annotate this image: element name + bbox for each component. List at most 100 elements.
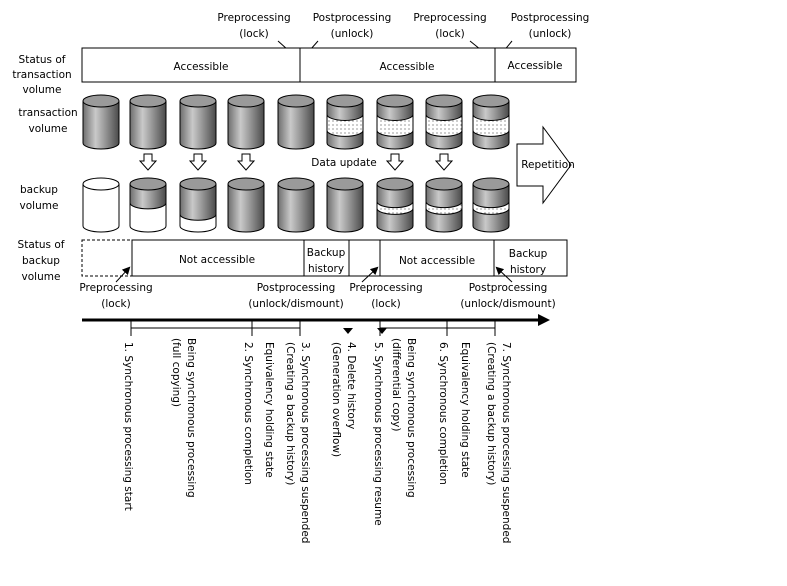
transaction-cylinder — [425, 94, 463, 150]
svg-text:Preprocessing: Preprocessing — [217, 12, 290, 24]
backup-cylinder — [179, 177, 217, 233]
bottom-annotation-arrows — [115, 266, 513, 283]
svg-text:(differential copy): (differential copy) — [390, 338, 402, 431]
top-annotation-3: Preprocessing (lock) — [413, 12, 486, 40]
label-transaction-volume: transaction volume — [18, 107, 77, 135]
event-2: 2. Synchronous completion — [242, 342, 254, 485]
accessible-cell-1: Accessible — [174, 61, 229, 73]
event-6: 6. Synchronous completion — [437, 342, 449, 485]
backup-cylinder — [425, 177, 463, 233]
svg-text:(unlock/dismount): (unlock/dismount) — [460, 298, 555, 310]
event-4: 4. Delete history (Generation overflow) — [330, 342, 357, 457]
svg-text:7. Synchronous processing susp: 7. Synchronous processing suspended — [500, 342, 512, 543]
down-arrow-icon — [434, 153, 454, 171]
transaction-cylinder — [376, 94, 414, 150]
label-backup-status: Status of backup volume — [18, 239, 65, 283]
down-arrow-icon — [138, 153, 158, 171]
down-arrow-icon — [188, 153, 208, 171]
backup-cylinder — [326, 177, 364, 233]
event-3: 3. Synchronous processing suspended (Cre… — [284, 342, 311, 543]
event-2-phase: Equivalency holding state — [263, 342, 275, 478]
backup-cylinder — [82, 177, 120, 233]
svg-text:(Creating a backup history): (Creating a backup history) — [485, 342, 497, 485]
repetition-arrow: Repetition — [516, 125, 575, 205]
transaction-cylinder — [82, 94, 120, 150]
copy-arrows — [138, 153, 454, 171]
top-annotation-2: Postprocessing (unlock) — [313, 12, 392, 40]
svg-text:Equivalency holding state: Equivalency holding state — [263, 342, 275, 478]
svg-text:1. Synchronous processing star: 1. Synchronous processing start — [122, 342, 134, 511]
svg-text:transaction: transaction — [12, 69, 71, 81]
bottom-annotation-3: Preprocessing (lock) — [349, 282, 422, 310]
svg-text:backup: backup — [20, 184, 58, 196]
transaction-status-bar: Accessible Accessible Accessible — [81, 47, 577, 83]
svg-text:Repetition: Repetition — [521, 159, 575, 171]
svg-text:volume: volume — [20, 200, 59, 212]
backup-cylinder — [376, 177, 414, 233]
event-1-phase: Being synchronous processing (full copyi… — [170, 338, 197, 498]
label-transaction-status: Status of transaction volume — [12, 54, 71, 96]
timeline — [82, 314, 550, 326]
bottom-annotation-2: Postprocessing (unlock/dismount) — [248, 282, 343, 310]
down-arrow-icon — [236, 153, 256, 171]
transaction-volume-cylinders — [82, 94, 510, 150]
svg-text:(unlock): (unlock) — [331, 28, 374, 40]
svg-text:(lock): (lock) — [435, 28, 464, 40]
backup-history-cell-2-line2: history — [510, 264, 546, 276]
accessible-cell-3: Accessible — [508, 60, 563, 72]
svg-text:Postprocessing: Postprocessing — [469, 282, 548, 294]
event-7: 7. Synchronous processing suspended (Cre… — [485, 342, 512, 543]
backup-status-bar: Not accessible Backup history Not access… — [81, 239, 568, 277]
svg-text:(full copying): (full copying) — [170, 338, 182, 407]
svg-text:(unlock): (unlock) — [529, 28, 572, 40]
backup-history-cell-1-line1: Backup — [307, 247, 346, 259]
svg-text:Being synchronous processing: Being synchronous processing — [185, 338, 197, 498]
svg-text:Postprocessing: Postprocessing — [511, 12, 590, 24]
data-update-label: Data update — [311, 157, 376, 169]
svg-text:6. Synchronous completion: 6. Synchronous completion — [437, 342, 449, 485]
svg-text:Status of: Status of — [19, 54, 66, 66]
label-backup-volume: backup volume — [20, 184, 59, 212]
svg-text:(unlock/dismount): (unlock/dismount) — [248, 298, 343, 310]
svg-text:(Generation overflow): (Generation overflow) — [330, 342, 342, 457]
backup-volume-cylinders — [82, 177, 510, 233]
bottom-annotation-4: Postprocessing (unlock/dismount) — [460, 282, 555, 310]
transaction-cylinder — [179, 94, 217, 150]
top-annotation-1: Preprocessing (lock) — [217, 12, 290, 40]
svg-text:Preprocessing: Preprocessing — [79, 282, 152, 294]
svg-text:Being synchronous processing: Being synchronous processing — [405, 338, 417, 498]
svg-text:volume: volume — [23, 84, 62, 96]
svg-text:3. Synchronous processing susp: 3. Synchronous processing suspended — [299, 342, 311, 543]
backup-history-cell-2-line1: Backup — [509, 248, 548, 260]
svg-text:Status of: Status of — [18, 239, 65, 251]
top-annotation-4: Postprocessing (unlock) — [511, 12, 590, 40]
event-5: 5. Synchronous processing resume — [372, 342, 384, 526]
svg-text:Postprocessing: Postprocessing — [257, 282, 336, 294]
svg-text:4. Delete history: 4. Delete history — [345, 342, 357, 429]
timeline-markers — [343, 328, 387, 334]
svg-text:2. Synchronous completion: 2. Synchronous completion — [242, 342, 254, 485]
svg-text:Preprocessing: Preprocessing — [349, 282, 422, 294]
accessible-cell-2: Accessible — [380, 61, 435, 73]
not-accessible-cell-2: Not accessible — [399, 255, 475, 267]
transaction-cylinder — [277, 94, 315, 150]
svg-text:(Creating a backup history): (Creating a backup history) — [284, 342, 296, 485]
svg-text:Equivalency holding state: Equivalency holding state — [459, 342, 471, 478]
backup-cylinder — [227, 177, 265, 233]
event-1: 1. Synchronous processing start — [122, 342, 134, 511]
backup-cylinder — [472, 177, 510, 233]
svg-text:(lock): (lock) — [239, 28, 268, 40]
transaction-cylinder — [227, 94, 265, 150]
svg-text:(lock): (lock) — [101, 298, 130, 310]
svg-text:5. Synchronous processing resu: 5. Synchronous processing resume — [372, 342, 384, 526]
svg-text:Postprocessing: Postprocessing — [313, 12, 392, 24]
transaction-cylinder — [129, 94, 167, 150]
transaction-cylinder — [472, 94, 510, 150]
bottom-annotation-1: Preprocessing (lock) — [79, 282, 152, 310]
svg-text:(lock): (lock) — [371, 298, 400, 310]
event-5-phase: Being synchronous processing (differenti… — [390, 338, 417, 498]
backup-cylinder — [277, 177, 315, 233]
not-accessible-cell-1: Not accessible — [179, 254, 255, 266]
